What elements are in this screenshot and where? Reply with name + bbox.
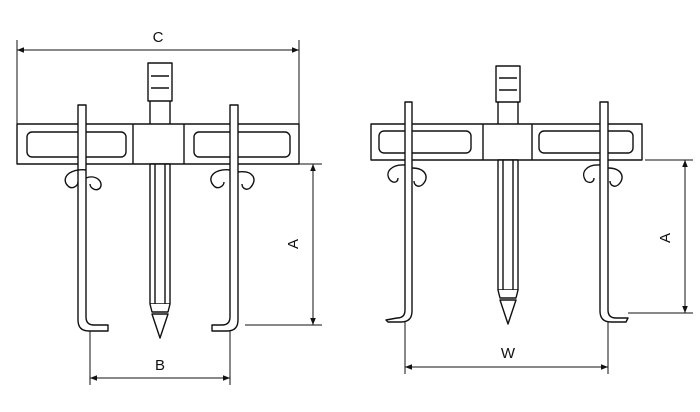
left-dim-a-label: A	[285, 239, 302, 249]
right-dim-a-label: A	[657, 233, 674, 243]
left-dim-b-label: B	[155, 357, 165, 374]
right-jaw-arm	[210, 104, 255, 332]
left-jaw-spring-clip	[64, 169, 102, 191]
right-dim-w-label: W	[501, 345, 516, 362]
left-crossbar	[16, 123, 300, 165]
left-dimension-lines	[16, 40, 322, 385]
right-puller-left-jaw-arm	[385, 101, 427, 323]
right-puller-right-jaw-arm	[582, 101, 629, 323]
left-jaw-arm	[64, 104, 109, 332]
left-forcing-screw	[147, 62, 173, 339]
right-jaw-spring-clip	[210, 169, 255, 190]
left-dim-c-label: C	[153, 29, 164, 46]
right-dimension-lines	[404, 159, 693, 374]
left-puller	[16, 62, 300, 339]
right-crossbar	[370, 123, 643, 161]
right-puller-left-jaw-spring-clip	[387, 164, 427, 187]
right-puller-right-jaw-spring-clip	[582, 164, 623, 187]
right-puller	[370, 65, 643, 325]
right-forcing-screw	[495, 65, 521, 325]
